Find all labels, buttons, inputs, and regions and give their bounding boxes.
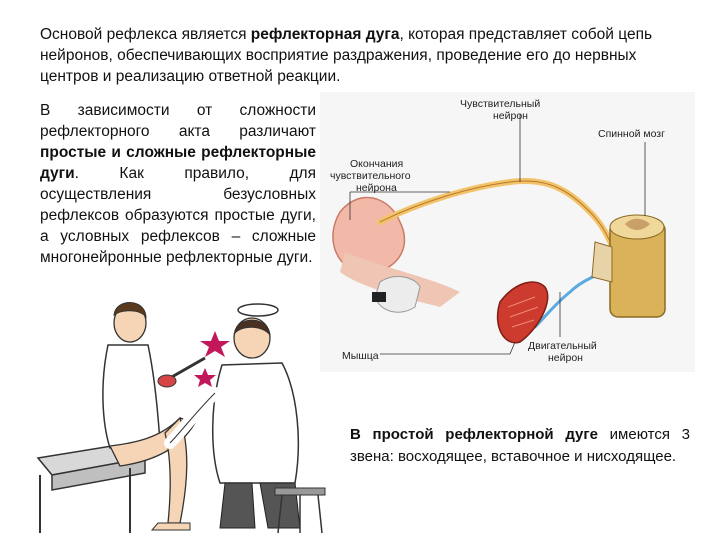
doctor-figure	[164, 303, 301, 529]
label-endings-2: чувствительного	[330, 170, 411, 182]
label-endings-3: нейрона	[356, 182, 397, 194]
stool	[274, 487, 326, 496]
complexity-paragraph: В зависимости от сложности рефлекторного…	[40, 100, 316, 268]
patient-figure	[102, 302, 196, 531]
label-endings-1: Окончания	[350, 158, 403, 170]
reflex-hammer	[169, 356, 206, 380]
pain-star-2	[194, 368, 216, 387]
complexity-text-1: В зависимости от сложности рефлекторного…	[40, 102, 316, 140]
complexity-text-2: . Как правило, для осуществления безусло…	[40, 165, 316, 266]
intro-paragraph: Основой рефлекса является рефлекторная д…	[40, 24, 690, 87]
label-spinal-cord: Спинной мозг	[598, 128, 665, 140]
spinal-cord	[591, 214, 666, 318]
pain-star-1	[200, 331, 230, 357]
intro-text-2: , которая представляет собой цепь нейрон…	[40, 26, 653, 85]
intro-text-1: Основой рефлекса является	[40, 26, 251, 43]
simple-arc-bold-term: В простой рефлекторной дуге	[350, 426, 598, 443]
bone	[374, 276, 421, 313]
label-muscle: Мышца	[342, 350, 379, 362]
doctor-reflex-illustration	[36, 302, 326, 534]
reflex-arc-diagram: Чувствительный нейрон Спинной мозг Оконч…	[320, 92, 695, 372]
intro-bold-term: рефлекторная дуга	[250, 26, 400, 43]
label-motor-neuron-1: Двигательный	[528, 340, 597, 352]
simple-arc-text: имеются 3 звена: восходящее, вставочное …	[350, 426, 690, 465]
label-sensory-neuron-1: Чувствительный	[460, 98, 540, 110]
simple-arc-paragraph: В простой рефлекторной дуге имеются 3 зв…	[350, 424, 690, 468]
complexity-bold-term: простые и сложные рефлекторные дуги	[40, 144, 316, 182]
label-sensory-neuron-2: нейрон	[493, 110, 528, 122]
label-motor-neuron-2: нейрон	[548, 352, 583, 364]
